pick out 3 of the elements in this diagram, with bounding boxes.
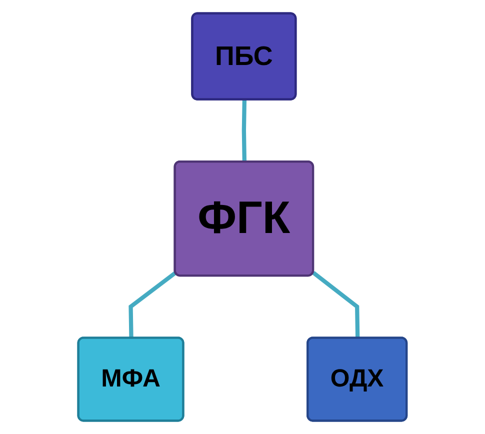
connector <box>128 271 177 338</box>
connector <box>312 271 360 338</box>
connector <box>242 100 247 162</box>
